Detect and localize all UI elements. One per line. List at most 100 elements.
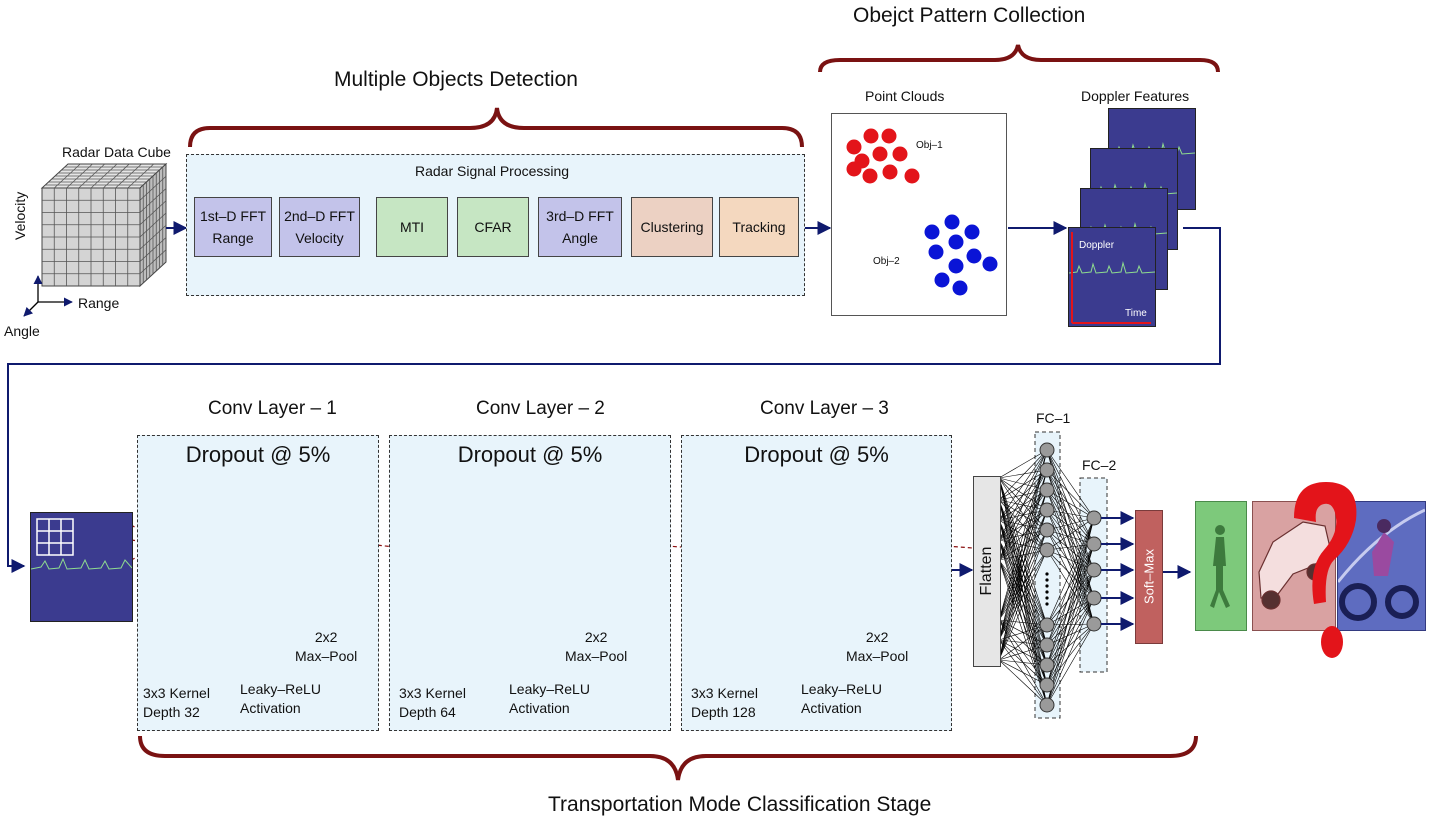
ellipsis-dot [1045,584,1049,588]
processing-step-sublabel: Velocity [295,230,344,246]
maxpool-caption-line1: 2x2 [865,629,889,645]
activation-caption-line1: Leaky–ReLU [509,681,590,697]
obj2-label: Obj–2 [873,256,900,267]
point-clouds-plot [846,128,998,296]
brace-multiple-objects [188,107,804,148]
fc1-neuron [1039,657,1055,673]
cube-axes [23,275,73,317]
processing-step-sublabel: Angle [562,230,598,246]
dropout-label: Dropout @ 5% [457,442,603,467]
processing-step-5: 3rd–D FFT Angle [538,197,622,257]
activation-caption-line2: Activation [509,700,570,716]
axis-label-range: Range [78,295,120,311]
fc2-label: FC–2 [1082,457,1117,473]
point-obj2 [934,272,950,288]
activation-caption-line2: Activation [801,700,862,716]
processing-step-label: Tracking [732,219,786,235]
point-obj1 [846,161,862,177]
point-obj2 [966,248,982,264]
processing-step-6: Clustering [631,197,713,257]
fc2-neuron [1086,562,1102,578]
fc1-neuron [1039,522,1055,538]
brace-object-pattern [818,44,1220,73]
point-obj1 [904,168,920,184]
ellipsis-dot [1045,578,1049,582]
activation-caption: Leaky–ReLU Activation [240,680,321,718]
conv-layer-title-1: Conv Layer – 1 [208,398,337,419]
point-obj1 [863,128,879,144]
maxpool-caption-line1: 2x2 [314,629,338,645]
question-mark-icon [1294,482,1357,658]
point-clouds-panel: Obj–1 Obj–2 [831,113,1007,316]
fc1-neuron [1039,617,1055,633]
point-obj1 [892,146,908,162]
point-obj2 [964,224,980,240]
fc2-neuron [1086,536,1102,552]
activation-caption-line2: Activation [240,700,301,716]
fc1-neuron [1039,697,1055,713]
activation-caption-line1: Leaky–ReLU [801,681,882,697]
softmax-layer: Soft–Max [1135,510,1163,644]
fc1-neuron [1039,462,1055,478]
fc2-neuron [1086,616,1102,632]
point-obj1 [882,164,898,180]
radar-cube-title: Radar Data Cube [62,144,171,160]
ellipsis-dot [1045,602,1049,606]
axis-label-angle: Angle [4,323,40,339]
kernel-caption-line2: Depth 32 [143,704,200,720]
processing-step-label: 2nd–D FFT [284,208,355,224]
top-flow-arrows [7,221,1221,573]
activation-caption: Leaky–ReLU Activation [509,680,590,718]
point-obj2 [948,234,964,250]
processing-step-label: CFAR [474,219,512,235]
processing-step-4: CFAR [457,197,529,257]
fc1-neuron [1039,637,1055,653]
maxpool-caption-line2: Max–Pool [565,648,628,664]
radar-signal-processing-title: Radar Signal Processing [415,163,570,179]
doppler-features-title: Doppler Features [1081,88,1190,104]
fc2-neuron [1086,590,1102,606]
kernel-caption-line2: Depth 128 [691,704,756,720]
obj1-label: Obj–1 [916,140,943,151]
point-clouds-title: Point Clouds [865,88,945,104]
ellipsis-dot [1045,596,1049,600]
conv-layer-panel-3: Dropout @ 5% [681,435,952,731]
processing-step-label: 3rd–D FFT [546,208,614,224]
heading-object-pattern: Obejct Pattern Collection [853,4,1086,27]
kernel-caption-line1: 3x3 Kernel [143,685,210,701]
point-obj2 [948,258,964,274]
input-spectrogram [30,512,133,622]
flatten-layer: Flatten [973,476,1001,667]
fc1-neuron [1039,442,1055,458]
conv-layer-panel-2: Dropout @ 5% [389,435,671,731]
fc1-neuron [1039,542,1055,558]
point-obj1 [846,139,862,155]
activation-caption-line1: Leaky–ReLU [240,681,321,697]
maxpool-caption-line1: 2x2 [584,629,608,645]
maxpool-caption-line2: Max–Pool [295,648,358,664]
fc1-neuron [1039,677,1055,693]
fc1-neuron [1039,482,1055,498]
processing-step-label: 1st–D FFT [199,208,267,224]
processing-step-label: MTI [399,219,425,235]
heading-multiple-objects: Multiple Objects Detection [334,68,578,91]
point-obj2 [944,214,960,230]
processing-step-3: MTI [376,197,448,257]
processing-step-label: Clustering [640,219,704,235]
point-obj2 [982,256,998,272]
doppler-y-label: Doppler [1079,240,1115,251]
activation-caption: Leaky–ReLU Activation [801,680,882,718]
softmax-label: Soft–Max [1141,549,1157,604]
kernel-caption-line1: 3x3 Kernel [691,685,758,701]
point-obj1 [862,168,878,184]
point-obj2 [924,224,940,240]
kernel-caption-line1: 3x3 Kernel [399,685,466,701]
